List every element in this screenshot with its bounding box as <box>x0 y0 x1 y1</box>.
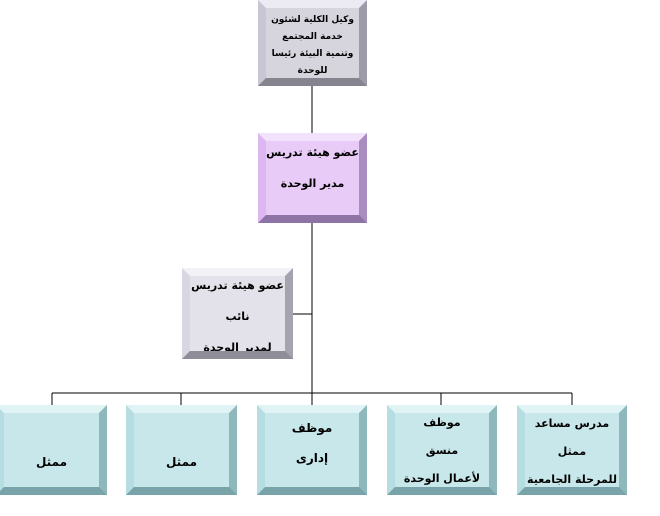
representative-1-label: ممثل <box>165 455 198 469</box>
director-line-1: عضو هيئة تدريس <box>266 146 359 159</box>
coordinator-line-2: منسق <box>425 444 459 457</box>
representative-box-2: ممثل <box>0 405 107 495</box>
deputy-director-box: عضو هيئة تدريس نائب لمدير الوحدة <box>182 268 293 359</box>
representative-box-1: ممثل <box>126 405 237 495</box>
assistant-lecturer-line-3: للمرحلة الجامعية <box>527 473 617 486</box>
vice-dean-line-4: للوحدة <box>297 66 328 76</box>
coordinator-line-3: لأعمال الوحدة <box>403 472 481 485</box>
admin-employee-line-1: موظف <box>291 421 333 435</box>
director-line-2: مدير الوحدة <box>280 177 345 190</box>
unit-director-box: عضو هيئة تدريس مدير الوحدة <box>258 133 367 223</box>
vice-dean-line-1: وكيل الكلية لشئون <box>271 15 354 25</box>
deputy-line-3: لمدير الوحدة <box>203 341 272 354</box>
admin-employee-line-2: إدارى <box>295 451 329 465</box>
assistant-lecturer-line-2: ممثل <box>557 445 587 458</box>
coordinator-line-1: موظف <box>423 416 461 429</box>
deputy-line-2: نائب <box>225 310 250 323</box>
vice-dean-box: وكيل الكلية لشئون خدمة المجتمع وتنمية ال… <box>258 0 367 86</box>
vice-dean-line-3: وتنمية البيئة رئيسا <box>271 49 354 59</box>
assistant-lecturer-line-1: مدرس مساعد <box>534 417 610 430</box>
assistant-lecturer-box: مدرس مساعد ممثل للمرحلة الجامعية <box>517 405 627 495</box>
coordinator-employee-box: موظف منسق لأعمال الوحدة <box>387 405 497 495</box>
representative-2-label: ممثل <box>35 455 68 469</box>
deputy-line-1: عضو هيئة تدريس <box>191 279 284 292</box>
admin-employee-box: موظف إدارى <box>257 405 367 495</box>
vice-dean-line-2: خدمة المجتمع <box>282 32 343 42</box>
